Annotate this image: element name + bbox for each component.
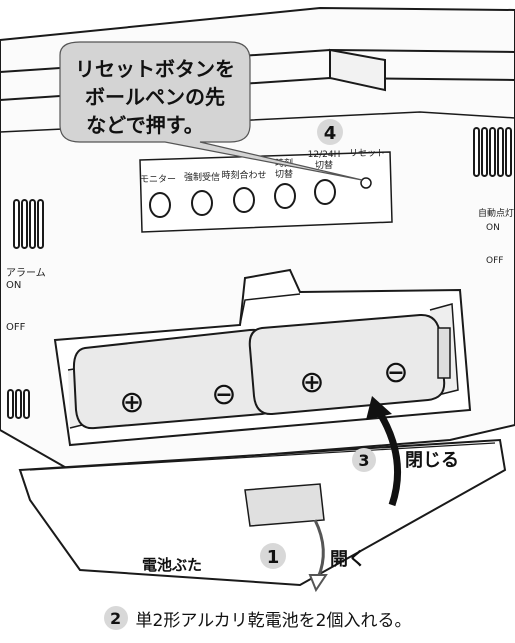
time-switch-button[interactable] [274,183,296,209]
step-4-number: 4 [324,123,337,144]
label-force-receive: 強制受信 [184,171,220,183]
battery-minus-symbol-1: ⊖ [211,377,236,412]
battery-plus-symbol-2: ⊕ [299,365,324,400]
caption-text: 単2形アルカリ乾電池を2個入れる。 [135,610,412,631]
instruction-caption: 2 単2形アルカリ乾電池を2個入れる。 [0,598,515,638]
open-arrow-icon [308,519,328,593]
step-1-number: 1 [267,547,280,568]
auto-light-off-label: OFF [486,256,503,266]
step-2-badge: 2 [103,606,128,630]
open-label: 開く [330,549,366,570]
callout-line-3: などで押す。 [86,113,204,137]
label-reset: リセット [349,148,385,159]
close-label: 閉じる [405,450,459,471]
right-grille [473,127,512,177]
battery-minus-symbol-2: ⊖ [383,355,408,390]
step-1-badge: 1 [260,543,286,569]
left-grille [7,199,44,419]
callout-line-1: リセットボタンを [75,57,235,81]
battery-cover [18,438,507,587]
step-3-badge: 3 [352,448,376,472]
reset-button[interactable] [360,177,372,189]
alarm-off-label: OFF [6,322,26,333]
callout-line-2: ボールペンの先 [85,85,225,109]
label-time-set: 時刻合わせ [221,169,266,181]
label-12-24h-a: 12/24H [308,150,341,160]
battery-right [248,313,451,416]
force-receive-button[interactable] [191,190,213,216]
step-4-badge: 4 [317,119,343,145]
alarm-label: アラーム [6,267,46,279]
cover-label: 電池ぶた [142,556,202,574]
label-12-24h-b: 切替 [315,159,333,171]
auto-light-label: 自動点灯 [478,207,514,219]
monitor-button[interactable] [149,192,171,218]
auto-light-on-label: ON [486,223,500,233]
label-monitor: モニター [140,174,176,185]
reset-callout: リセットボタンを ボールペンの先 などで押す。 [59,41,363,181]
time-set-button[interactable] [233,187,255,213]
label-time-switch-b: 切替 [275,168,293,180]
h1224-switch-button[interactable] [314,179,336,205]
step-3-number: 3 [358,451,369,470]
alarm-on-label: ON [6,280,21,291]
close-arrow-icon [366,396,402,507]
battery-plus-symbol-1: ⊕ [119,385,144,420]
